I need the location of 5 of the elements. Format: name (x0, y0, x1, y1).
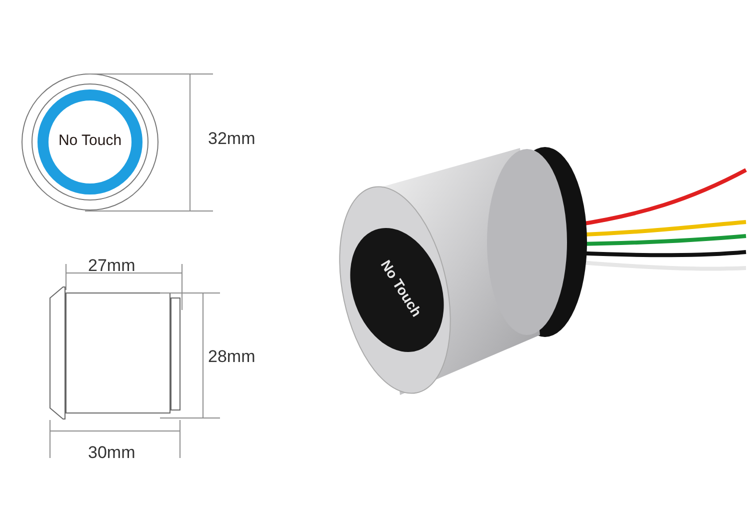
dimension-label: 32mm (208, 128, 256, 150)
button-label: No Touch (57, 131, 123, 151)
dimension-label: 27mm (88, 255, 136, 277)
dimension-label: 30mm (88, 442, 136, 464)
dimension-label: 28mm (208, 346, 256, 368)
